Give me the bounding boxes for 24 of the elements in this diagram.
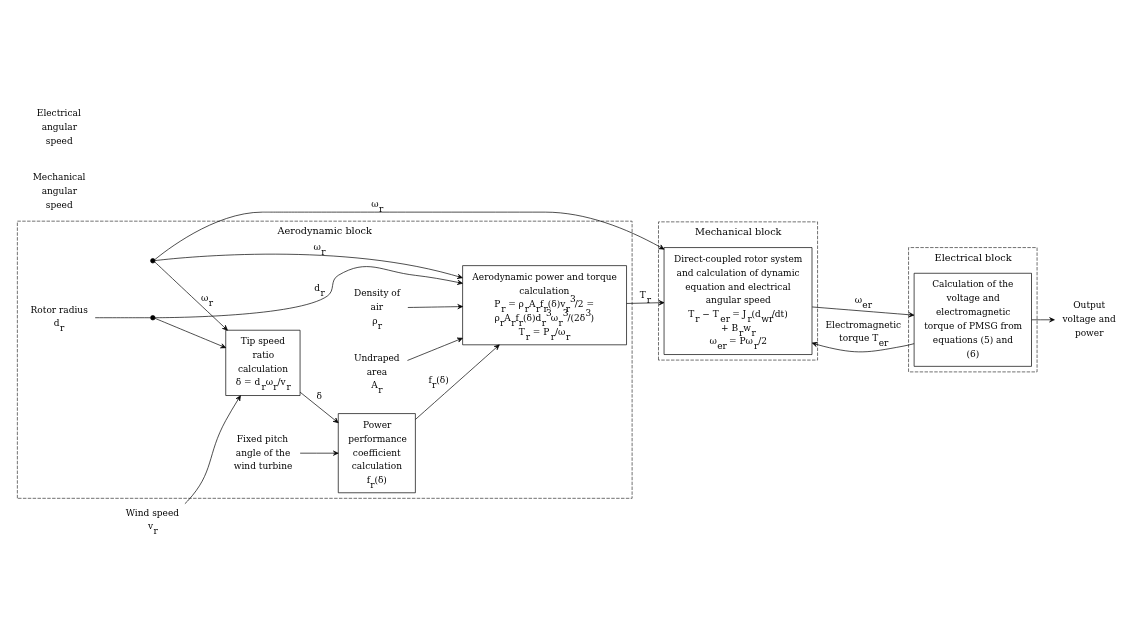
node-box: Calculation of the voltage and electromagnetic torque of PMSG from equations (5) and (6) — [913, 272, 1032, 367]
arrow — [407, 304, 463, 310]
node-circle — [150, 315, 156, 321]
node-circle — [150, 258, 156, 264]
arrow — [407, 337, 463, 361]
arrow — [184, 395, 241, 505]
label: Mechanical angular speed — [32, 172, 86, 211]
arrow — [415, 344, 500, 420]
arrow — [154, 211, 665, 260]
arrow — [1031, 317, 1055, 323]
node-text: Fixed pitch angle of the wind turbine — [233, 433, 293, 472]
arrow — [811, 306, 915, 318]
node-text: Output voltage and power — [1062, 300, 1116, 339]
label: Electrical angular speed — [36, 107, 81, 146]
connector — [94, 317, 151, 319]
arrow — [154, 318, 227, 349]
arrow — [299, 391, 339, 424]
arrow — [626, 300, 665, 306]
arrow — [811, 342, 915, 353]
arrow — [154, 266, 463, 319]
arrow — [154, 261, 228, 331]
arrow — [299, 450, 339, 456]
arrow — [154, 253, 463, 279]
edge-label: δ — [316, 390, 322, 401]
